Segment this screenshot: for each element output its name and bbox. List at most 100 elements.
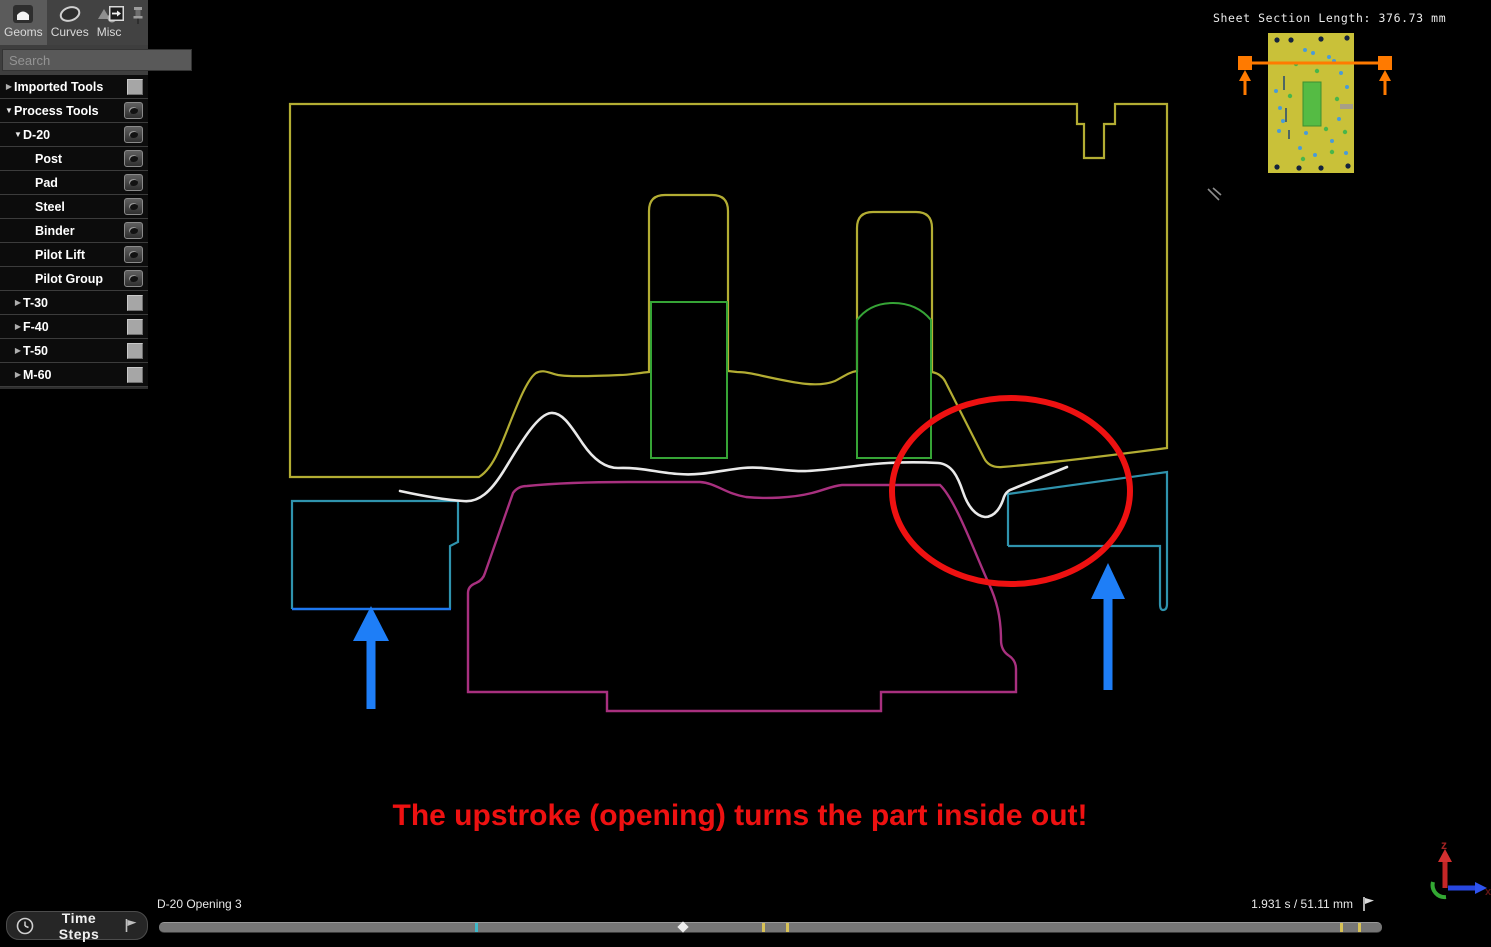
collapse-arrow-icon[interactable]: ▼ — [14, 130, 22, 139]
timeline-marker-tick[interactable] — [474, 923, 478, 932]
visibility-eye-toggle[interactable] — [124, 102, 143, 119]
timeline-marker-tick[interactable] — [1340, 923, 1344, 932]
tree-item-label: M-60 — [23, 367, 52, 382]
tree-item-label: Pad — [35, 175, 58, 190]
tab-geoms-label: Geoms — [4, 25, 43, 39]
search-input[interactable] — [2, 49, 192, 71]
tree-item-t-30[interactable]: ▶T-30 — [0, 291, 148, 315]
eye-icon — [129, 107, 138, 114]
tree-item-binder[interactable]: Binder — [0, 219, 148, 243]
detach-panel-icon[interactable] — [109, 6, 124, 21]
section-handle-right[interactable] — [1378, 56, 1392, 70]
up-arrow-right — [1091, 563, 1125, 690]
tree-item-f-40[interactable]: ▶F-40 — [0, 315, 148, 339]
tree-item-label: Pilot Group — [35, 271, 104, 286]
expand-arrow-icon[interactable]: ▶ — [5, 82, 13, 91]
curves-icon — [59, 6, 80, 22]
eye-icon — [129, 251, 138, 258]
visibility-eye-toggle[interactable] — [124, 150, 143, 167]
expand-arrow-icon[interactable]: ▶ — [14, 322, 22, 331]
visibility-eye-toggle[interactable] — [124, 270, 143, 287]
tree-item-label: Process Tools — [14, 103, 99, 118]
binder-left-outline — [290, 499, 460, 609]
upper-die-outline — [288, 102, 1169, 479]
steel-insert-right — [856, 301, 932, 459]
tree-item-process-tools[interactable]: ▼Process Tools — [0, 99, 148, 123]
visibility-checkbox[interactable] — [127, 342, 143, 359]
eye-icon — [129, 155, 138, 162]
flag-icon[interactable] — [1361, 896, 1375, 912]
geoms-icon — [13, 5, 34, 23]
lower-post-outline — [466, 480, 1018, 713]
sheet-section-line — [398, 411, 1069, 519]
tree-item-pilot-lift[interactable]: Pilot Lift — [0, 243, 148, 267]
section-arrow-left — [1239, 70, 1251, 95]
axis-x-label: x — [1485, 886, 1491, 898]
visibility-eye-toggle[interactable] — [124, 174, 143, 191]
timeline-marker-tick[interactable] — [1357, 923, 1361, 932]
expand-arrow-icon[interactable]: ▶ — [14, 370, 22, 379]
tree-item-pilot-group[interactable]: Pilot Group — [0, 267, 148, 291]
tree-item-imported-tools[interactable]: ▶Imported Tools — [0, 75, 148, 99]
minimap-sheet-topview[interactable] — [1207, 33, 1392, 201]
minimap-feature — [1302, 81, 1322, 127]
visibility-eye-toggle[interactable] — [124, 222, 143, 239]
tree-item-label: F-40 — [23, 319, 49, 334]
tree-item-label: T-30 — [23, 295, 49, 310]
tree-item-label: Steel — [35, 199, 65, 214]
tree-item-post[interactable]: Post — [0, 147, 148, 171]
tree-item-pad[interactable]: Pad — [0, 171, 148, 195]
section-handle-left[interactable] — [1238, 56, 1252, 70]
tree-item-label: Post — [35, 151, 63, 166]
axis-triad: z x — [1430, 838, 1491, 900]
top-toolbar: Geoms Curves Misc — [0, 0, 192, 75]
tree-item-d-20[interactable]: ▼D-20 — [0, 123, 148, 147]
tab-curves[interactable]: Curves — [47, 0, 93, 45]
tab-geoms[interactable]: Geoms — [0, 0, 47, 45]
clock-icon — [16, 917, 34, 934]
visibility-checkbox[interactable] — [127, 294, 143, 311]
collapse-arrow-icon[interactable]: ▼ — [5, 106, 13, 115]
section-arrow-right — [1379, 70, 1391, 95]
timeline-marker-tick[interactable] — [786, 923, 790, 932]
eye-icon — [129, 227, 138, 234]
expand-arrow-icon[interactable]: ▶ — [14, 346, 22, 355]
tree-item-label: T-50 — [23, 343, 49, 358]
left-panel: Geoms Curves Misc — [0, 0, 192, 389]
visibility-checkbox[interactable] — [127, 78, 143, 95]
tab-misc-label: Misc — [96, 25, 122, 39]
timeline-playhead[interactable] — [677, 921, 689, 933]
visibility-checkbox[interactable] — [127, 318, 143, 335]
tree-item-t-50[interactable]: ▶T-50 — [0, 339, 148, 363]
tab-curves-label: Curves — [50, 25, 89, 39]
pin-icon[interactable] — [132, 6, 144, 25]
timeline-bar: D-20 Opening 3 1.931 s / 51.11 mm Time S… — [0, 895, 1491, 947]
search-bar — [0, 45, 192, 75]
binder-right-outline — [1006, 470, 1169, 612]
timeline-marker-tick[interactable] — [761, 923, 765, 932]
eye-icon — [129, 275, 138, 282]
tree-item-steel[interactable]: Steel — [0, 195, 148, 219]
tree-item-label: Binder — [35, 223, 75, 238]
annotation-text: The upstroke (opening) turns the part in… — [392, 799, 1088, 832]
time-steps-button[interactable]: Time Steps — [6, 909, 148, 942]
timeline-scrubber[interactable] — [159, 921, 1382, 933]
minimap-slots — [1283, 76, 1290, 139]
axis-z-label: z — [1441, 838, 1447, 852]
visibility-eye-toggle[interactable] — [124, 126, 143, 143]
tree-item-m-60[interactable]: ▶M-60 — [0, 363, 148, 387]
sheet-section-length-label: Sheet Section Length: 376.73 mm — [1213, 11, 1447, 25]
time-steps-button-label: Time Steps — [58, 909, 100, 942]
expand-arrow-icon[interactable]: ▶ — [14, 298, 22, 307]
visibility-eye-toggle[interactable] — [124, 246, 143, 263]
visibility-eye-toggle[interactable] — [124, 198, 143, 215]
up-arrow-left — [353, 606, 389, 709]
time-position-label: 1.931 s / 51.11 mm — [1251, 897, 1353, 911]
eye-icon — [129, 203, 138, 210]
visibility-checkbox[interactable] — [127, 366, 143, 383]
tree-item-label: Pilot Lift — [35, 247, 85, 262]
eye-icon — [129, 131, 138, 138]
